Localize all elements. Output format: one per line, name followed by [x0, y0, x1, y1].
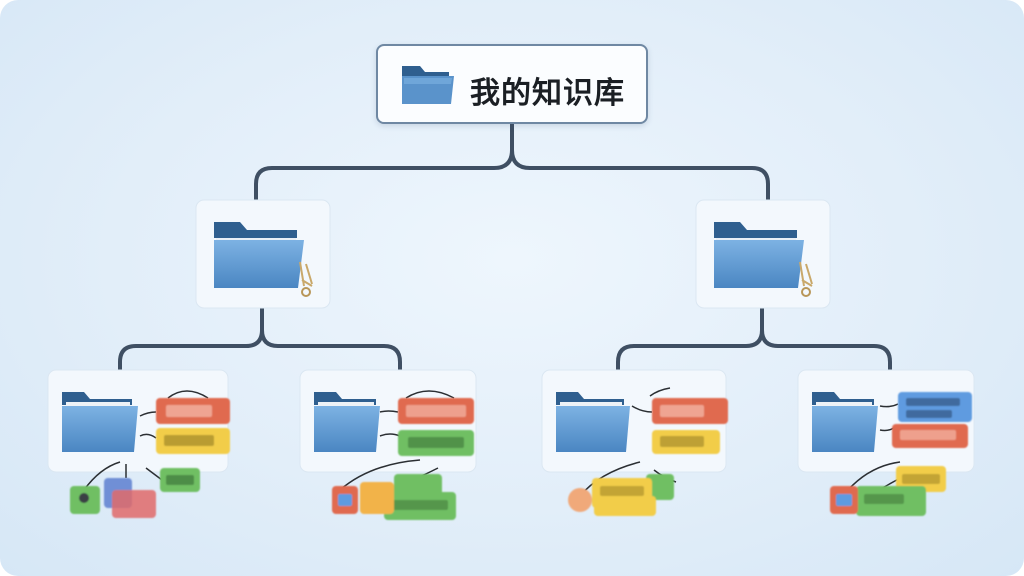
connector-lines [118, 122, 892, 382]
level2-card-a[interactable] [47, 369, 230, 518]
folder-icon [812, 392, 878, 452]
folder-icon [62, 392, 138, 452]
level1-right-card[interactable] [695, 199, 831, 309]
root-title: 我的知识库 [470, 76, 625, 111]
folder-with-keys-icon [214, 222, 313, 297]
tag [394, 474, 442, 496]
folder-icon [556, 392, 630, 452]
connector-left [118, 306, 402, 382]
level2-card-d[interactable] [797, 369, 975, 516]
level2-card-b[interactable] [299, 369, 477, 520]
folder-icon [402, 66, 454, 104]
tag [112, 490, 156, 518]
folder-with-keys-icon [714, 222, 813, 297]
tag [360, 482, 394, 514]
root-node[interactable]: 我的知识库 [376, 44, 648, 124]
tag [594, 496, 656, 516]
tag [646, 474, 674, 500]
level2-card-c[interactable] [541, 369, 728, 516]
folder-icon [314, 392, 380, 452]
connector-root [254, 122, 770, 212]
connector-right [616, 306, 892, 382]
level1-left-card[interactable] [195, 199, 331, 309]
